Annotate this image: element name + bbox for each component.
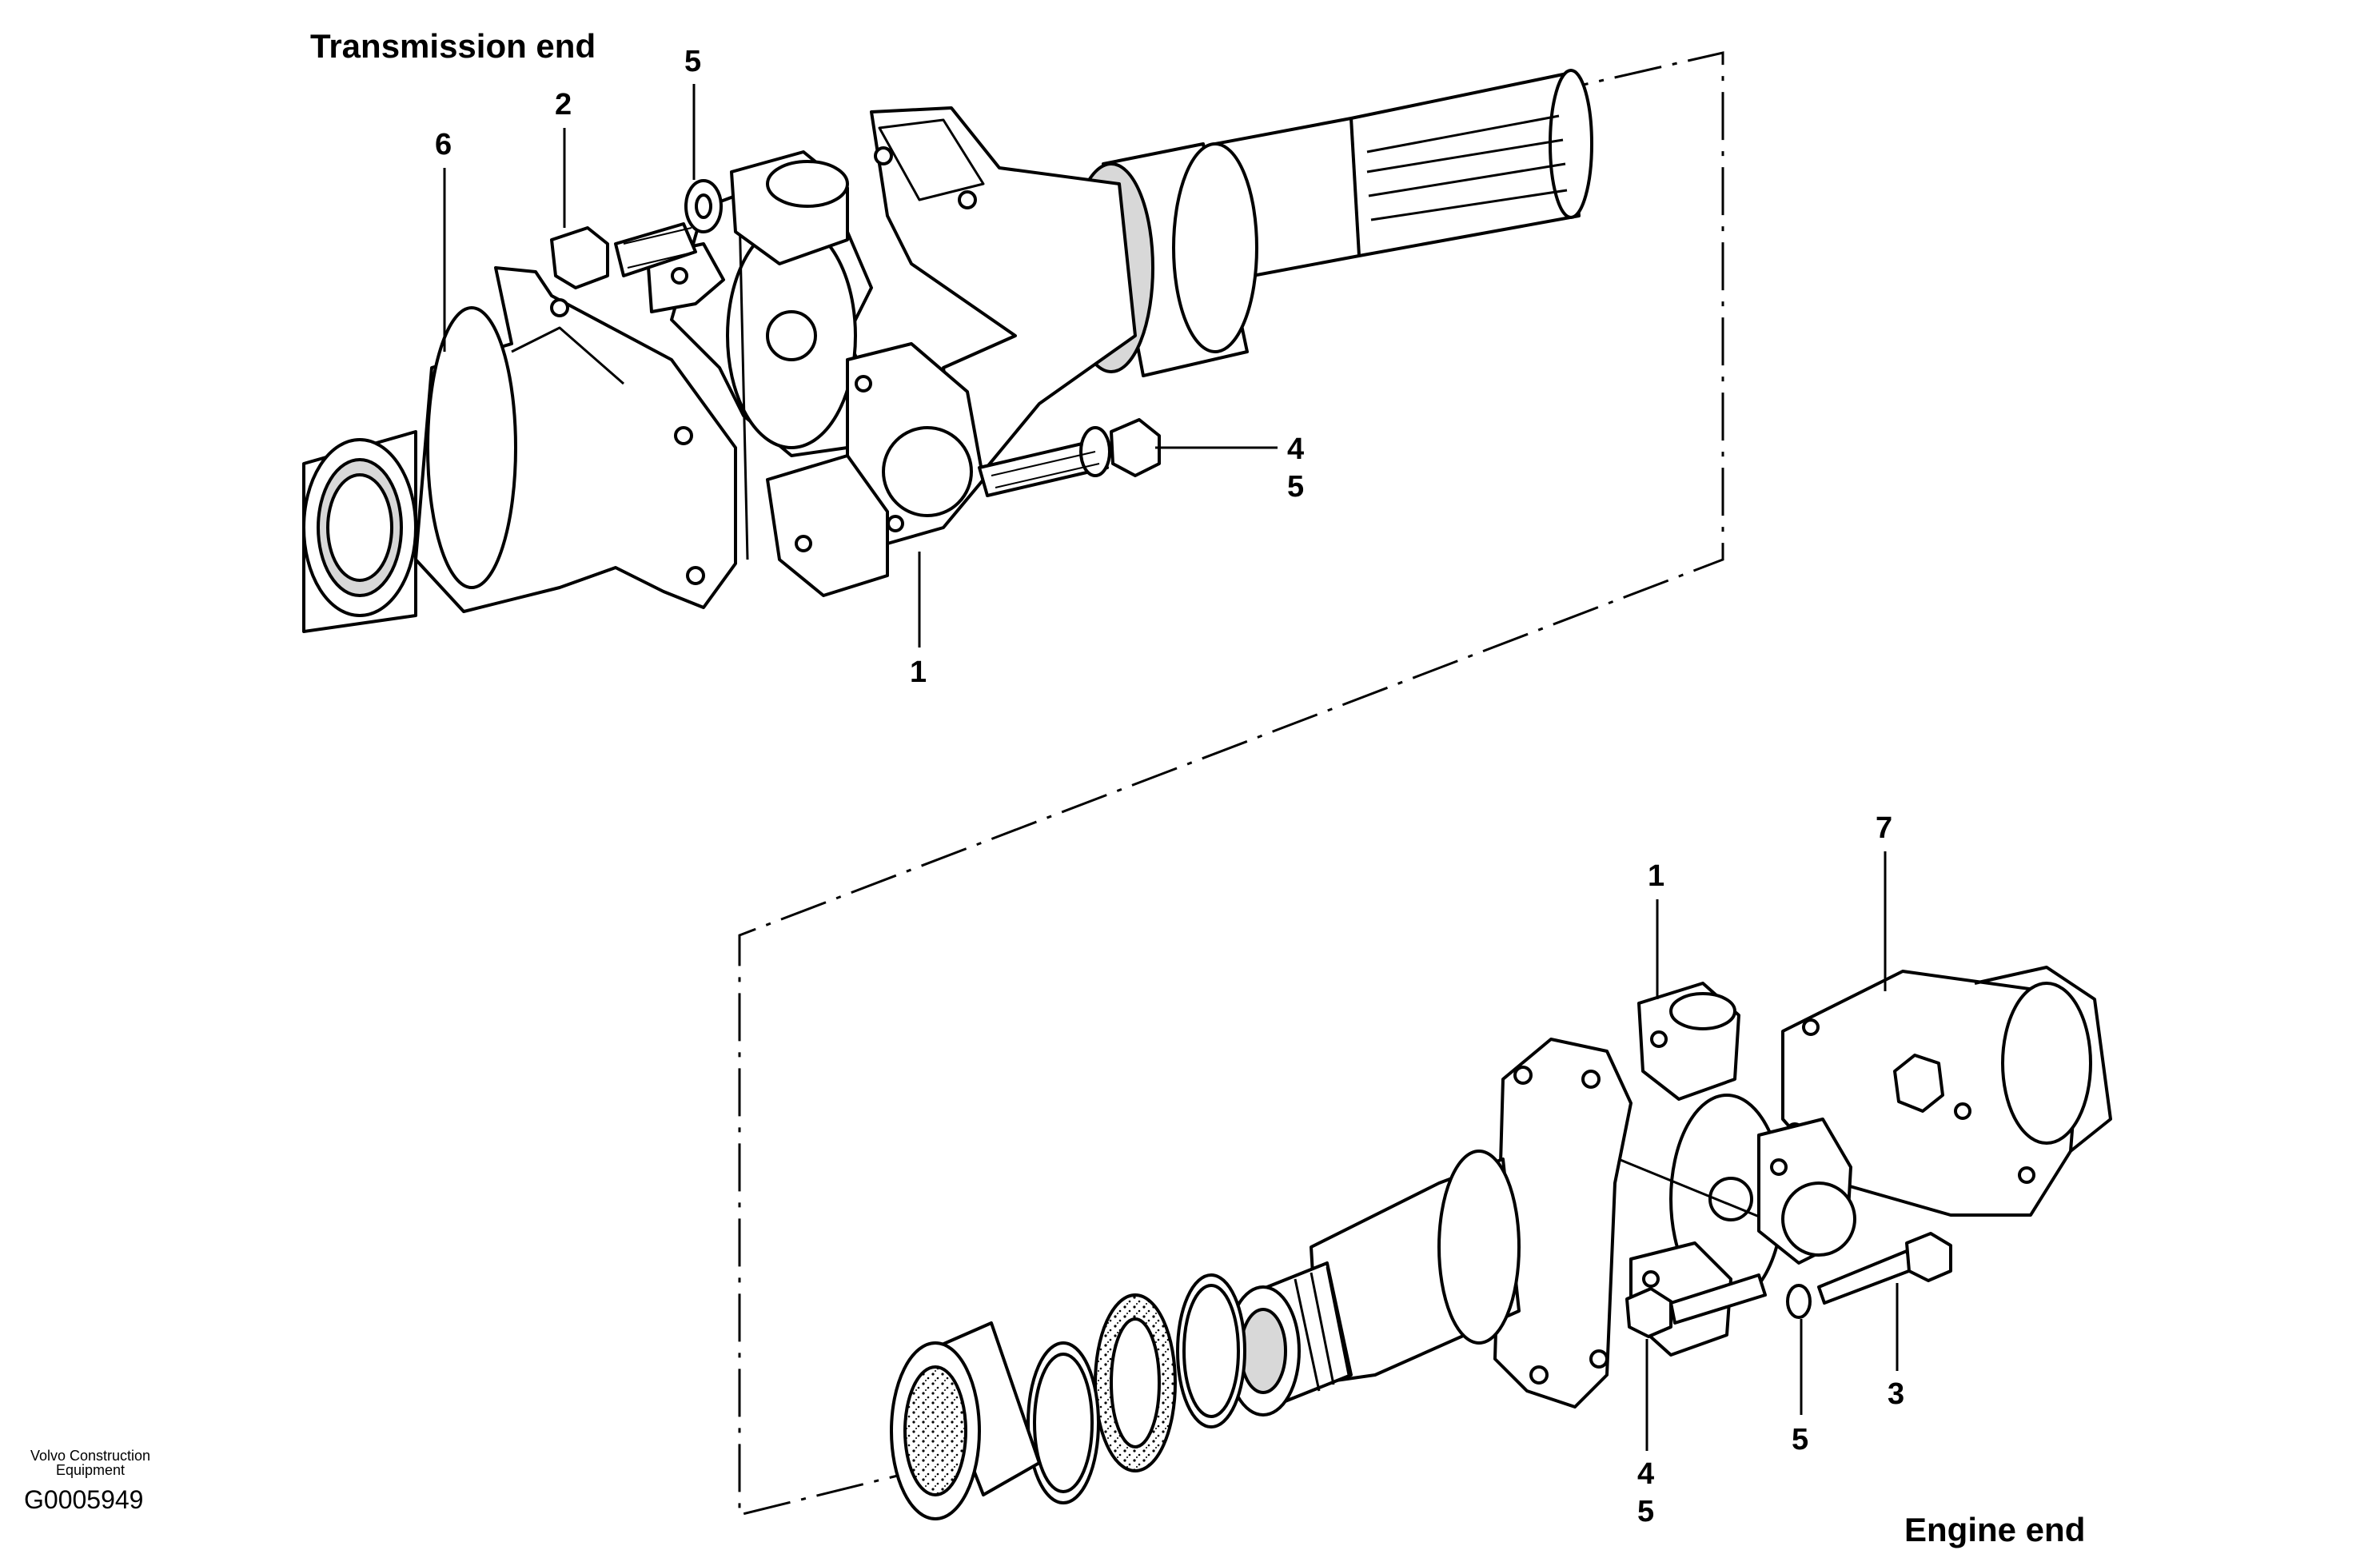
- callout-washer-right: 5: [1287, 470, 1305, 504]
- document-id: G0005949: [24, 1485, 144, 1514]
- felt-seal: [1094, 1293, 1177, 1472]
- callout-cross-bottom: 1: [1648, 859, 1665, 893]
- bearing-cap-top: [646, 150, 849, 313]
- assembly-center-line: [738, 51, 1724, 1516]
- yoke-hub: [302, 430, 417, 633]
- callout-cross-top: 1: [910, 655, 927, 689]
- callout-bolt-engine: 3: [1888, 1377, 1905, 1411]
- callout-flange-yoke: 7: [1876, 811, 1893, 845]
- leader-lines: [443, 84, 1899, 1451]
- splined-shaft: [1214, 69, 1593, 281]
- callout-bolt-top: 2: [555, 88, 572, 122]
- threaded-nut: [890, 1321, 1041, 1520]
- callout-washer-top: 5: [684, 45, 702, 78]
- flange-yoke: [1781, 966, 2112, 1217]
- retaining-ring: [1027, 1341, 1100, 1504]
- threaded-spline: [1226, 1261, 1353, 1417]
- washer-top: [684, 179, 723, 233]
- heading-engine-end: Engine end: [1904, 1511, 2086, 1548]
- universal-cross: [670, 182, 881, 560]
- bearing-cap-engine-top: [1637, 982, 1740, 1101]
- bolt-top: [550, 222, 697, 289]
- far-yoke: [870, 106, 1137, 497]
- transmission-end-assembly: [302, 69, 1593, 633]
- heading-transmission-end: Transmission end: [310, 27, 596, 65]
- callout-bolt-right: 4: [1287, 432, 1305, 466]
- brand-caption: Volvo Construction Equipment: [14, 1448, 166, 1477]
- slip-yoke: [1310, 1038, 1633, 1409]
- bolt-engine-left: [1625, 1273, 1767, 1338]
- bearing-cap-right: [846, 342, 985, 545]
- bolt-right: [978, 418, 1161, 497]
- callout-washer-engine-left: 5: [1637, 1495, 1655, 1528]
- callout-yoke: 6: [435, 128, 452, 161]
- callout-washer-engine: 5: [1792, 1423, 1809, 1456]
- near-yoke: [414, 266, 737, 613]
- engine-end-assembly: [890, 966, 2112, 1520]
- bolt-engine-right: [1786, 1232, 1952, 1319]
- callout-bolt-engine-left: 4: [1637, 1457, 1655, 1491]
- bearing-cap-bottom: [766, 454, 889, 597]
- brand-line-2: Equipment: [55, 1462, 126, 1478]
- lock-ring: [1176, 1273, 1246, 1428]
- bearing-cap-engine-right: [1757, 1118, 1856, 1265]
- brand-line-1: Volvo Construction: [30, 1448, 151, 1464]
